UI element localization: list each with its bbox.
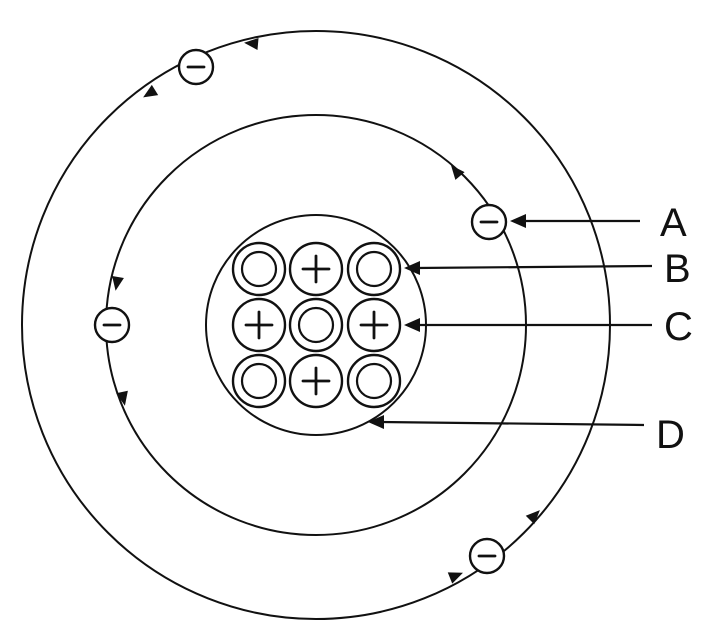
electron-outer-bottom — [468, 537, 506, 575]
label-d: D — [656, 413, 685, 457]
proton-bottom-center — [288, 353, 344, 409]
neutron-top-left — [231, 241, 287, 297]
orbit-arrow-outer-bottomright — [525, 510, 540, 525]
orbit-arrows — [112, 38, 540, 584]
electron-inner-right — [470, 203, 508, 241]
label-c: C — [664, 305, 693, 349]
proton-middle-right — [346, 297, 402, 353]
proton-top-center — [288, 241, 344, 297]
orbit-arrow-inner-topright — [451, 165, 465, 180]
electron-outer-top — [177, 48, 215, 86]
orbit-arrow-outer-bottom — [447, 572, 463, 584]
label-a: A — [660, 201, 687, 245]
nucleus — [231, 241, 402, 409]
leader-b — [404, 261, 653, 275]
neutron-top-right — [346, 241, 402, 297]
orbit-arrow-inner-left — [112, 275, 124, 291]
electron-inner-left — [93, 306, 131, 344]
leader-c — [404, 318, 652, 332]
orbit-arrow-inner-lowleft — [116, 390, 128, 406]
label-b: B — [664, 247, 691, 291]
orbit-arrow-outer-top — [244, 38, 259, 50]
neutron-bottom-right — [346, 353, 402, 409]
leader-d — [368, 415, 645, 429]
neutron-center — [288, 297, 344, 353]
leader-a — [510, 214, 640, 228]
orbit-arrow-outer-topleft — [143, 84, 159, 98]
neutron-bottom-left — [231, 353, 287, 409]
proton-middle-left — [231, 297, 287, 353]
